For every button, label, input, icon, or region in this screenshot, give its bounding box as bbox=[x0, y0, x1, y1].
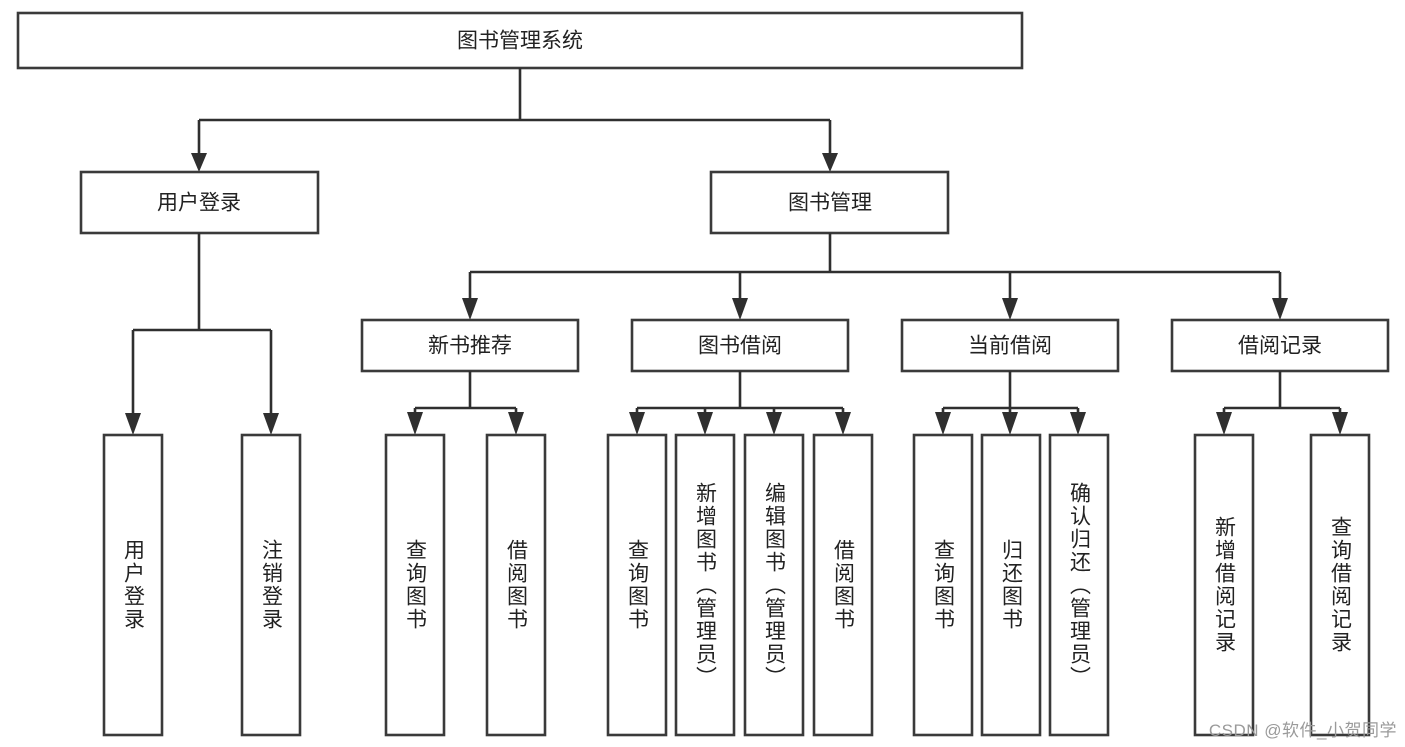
arrow-to-leaf-edit-book bbox=[766, 412, 782, 435]
leaf-box-add-book[interactable] bbox=[674, 433, 736, 737]
leaf-box-query-book-1[interactable] bbox=[384, 433, 446, 737]
arrow-to-leaf-user-login bbox=[125, 413, 141, 435]
arrow-to-book-borrow bbox=[732, 298, 748, 320]
arrow-to-leaf-query-record bbox=[1332, 412, 1348, 435]
leaf-box-user-login[interactable] bbox=[102, 433, 164, 737]
leaf-box-query-record[interactable] bbox=[1309, 433, 1371, 737]
watermark-text: CSDN @软件_小贺同学 bbox=[1208, 721, 1397, 740]
leaf-box-borrow-book-2[interactable] bbox=[812, 433, 874, 737]
node-current-borrow[interactable] bbox=[900, 318, 1120, 373]
arrow-to-borrow-record bbox=[1272, 298, 1288, 320]
node-book-manage[interactable] bbox=[709, 170, 950, 235]
arrow-to-new-book-recommend bbox=[462, 298, 478, 320]
node-borrow-record-label: 借阅记录 bbox=[1238, 335, 1322, 358]
arrow-to-leaf-add-book bbox=[697, 412, 713, 435]
leaf-box-edit-book[interactable] bbox=[743, 433, 805, 737]
node-new-book-recommend[interactable] bbox=[360, 318, 580, 373]
arrow-root-to-user-login bbox=[191, 153, 207, 172]
node-root-system[interactable] bbox=[16, 11, 1024, 70]
arrow-to-leaf-confirm-return bbox=[1070, 412, 1086, 435]
arrow-root-to-book-manage bbox=[822, 153, 838, 172]
leaf-box-borrow-book-1[interactable] bbox=[485, 433, 547, 737]
arrow-to-leaf-return-book bbox=[1002, 412, 1018, 435]
arrow-to-leaf-logout bbox=[263, 413, 279, 435]
leaf-box-query-book-3[interactable] bbox=[912, 433, 974, 737]
node-book-borrow-label: 图书借阅 bbox=[698, 335, 782, 358]
node-current-borrow-label: 当前借阅 bbox=[968, 335, 1052, 358]
arrow-to-leaf-query-book-1 bbox=[407, 412, 423, 435]
node-book-borrow[interactable] bbox=[630, 318, 850, 373]
node-book-manage-label: 图书管理 bbox=[788, 192, 872, 215]
leaf-box-add-record[interactable] bbox=[1193, 433, 1255, 737]
arrow-to-leaf-borrow-book-1 bbox=[508, 412, 524, 435]
leaf-box-return-book[interactable] bbox=[980, 433, 1042, 737]
leaf-box-logout[interactable] bbox=[240, 433, 302, 737]
leaf-box-query-book-2[interactable] bbox=[606, 433, 668, 737]
arrow-to-leaf-add-record bbox=[1216, 412, 1232, 435]
node-new-book-recommend-label: 新书推荐 bbox=[428, 335, 512, 358]
node-borrow-record[interactable] bbox=[1170, 318, 1390, 373]
leaf-box-confirm-return[interactable] bbox=[1048, 433, 1110, 737]
arrow-to-current-borrow bbox=[1002, 298, 1018, 320]
node-user-login-label: 用户登录 bbox=[157, 192, 241, 215]
node-root-system-label: 图书管理系统 bbox=[457, 30, 583, 53]
arrow-to-leaf-query-book-3 bbox=[935, 412, 951, 435]
arrow-to-leaf-borrow-book-2 bbox=[835, 412, 851, 435]
arrow-to-leaf-query-book-2 bbox=[629, 412, 645, 435]
